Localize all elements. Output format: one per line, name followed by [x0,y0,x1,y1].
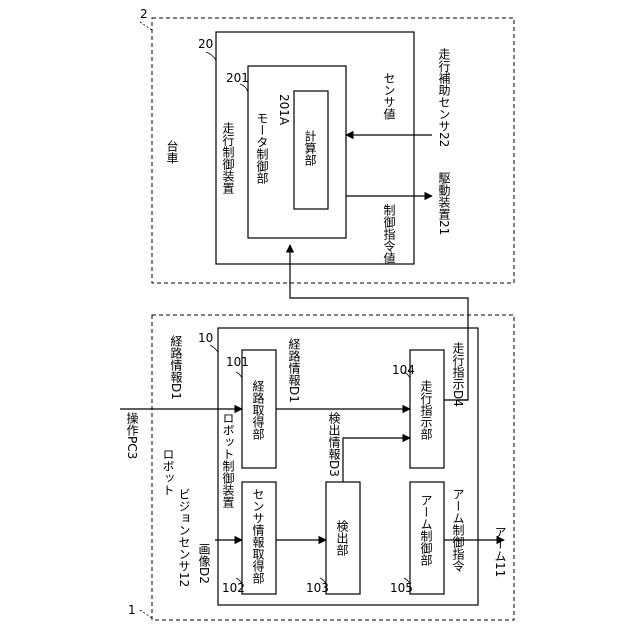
detection-info-path [343,438,404,482]
sensor-info-acquisition-unit-label: センサ情報取得部 [252,488,264,584]
travel-instruction-unit-number: 104 [392,364,415,376]
travel-instruction-unit-label: 走行指示部 [420,380,432,440]
travel-control-device-label: 走行制御装置 [222,122,234,194]
robot-number: 1 [128,604,136,616]
image-label: 画像D2 [198,543,210,584]
motor-control-unit-number: 201 [226,72,249,84]
robot-control-device-label: ロボット制御装置 [222,412,234,508]
travel-instruction-label: 走行指示D4 [452,342,464,407]
arm-control-unit-label: アーム制御部 [420,494,432,566]
cart-number: 2 [140,8,148,20]
robot-title: ロボット [162,448,174,496]
motor-control-unit-label: モータ制御部 [256,112,268,184]
calculation-unit-label: 計算部 [304,130,316,166]
calculation-unit-number: 201A [278,94,290,125]
travel-control-device-number: 20 [198,38,213,50]
cart-frame [152,18,514,283]
travel-instruction-path [290,250,468,400]
route-acquisition-unit-label: 経路取得部 [252,380,264,440]
drive-device-label: 駆動装置21 [438,172,450,235]
operation-pc-label: 操作PC3 [126,412,138,459]
sensor-info-acquisition-unit-number: 102 [222,582,245,594]
arm-control-command-label: アーム制御指令 [452,488,464,536]
route-info-outer-label: 経路情報D1 [170,335,182,400]
arm-control-unit-number: 105 [390,582,413,594]
control-command-value-label: 制御指令値 [383,204,395,264]
route-acquisition-unit-number: 101 [226,356,249,368]
robot-leader [140,610,152,618]
arm-label: アーム11 [494,526,506,577]
cart-leader [140,22,152,30]
detection-unit-number: 103 [306,582,329,594]
robot-control-device-number: 10 [198,332,213,344]
vision-sensor-label: ビジョンセンサ12 [178,488,190,587]
route-info-inner-label: 経路情報D1 [288,338,300,403]
sensor-value-label: センサ値 [383,72,395,120]
detection-info-label: 検出情報D3 [328,412,340,477]
travel-assist-sensor-label: 走行補助センサ22 [438,48,450,147]
detection-unit-label: 検出部 [336,520,348,556]
cart-title: 台車 [166,140,178,164]
